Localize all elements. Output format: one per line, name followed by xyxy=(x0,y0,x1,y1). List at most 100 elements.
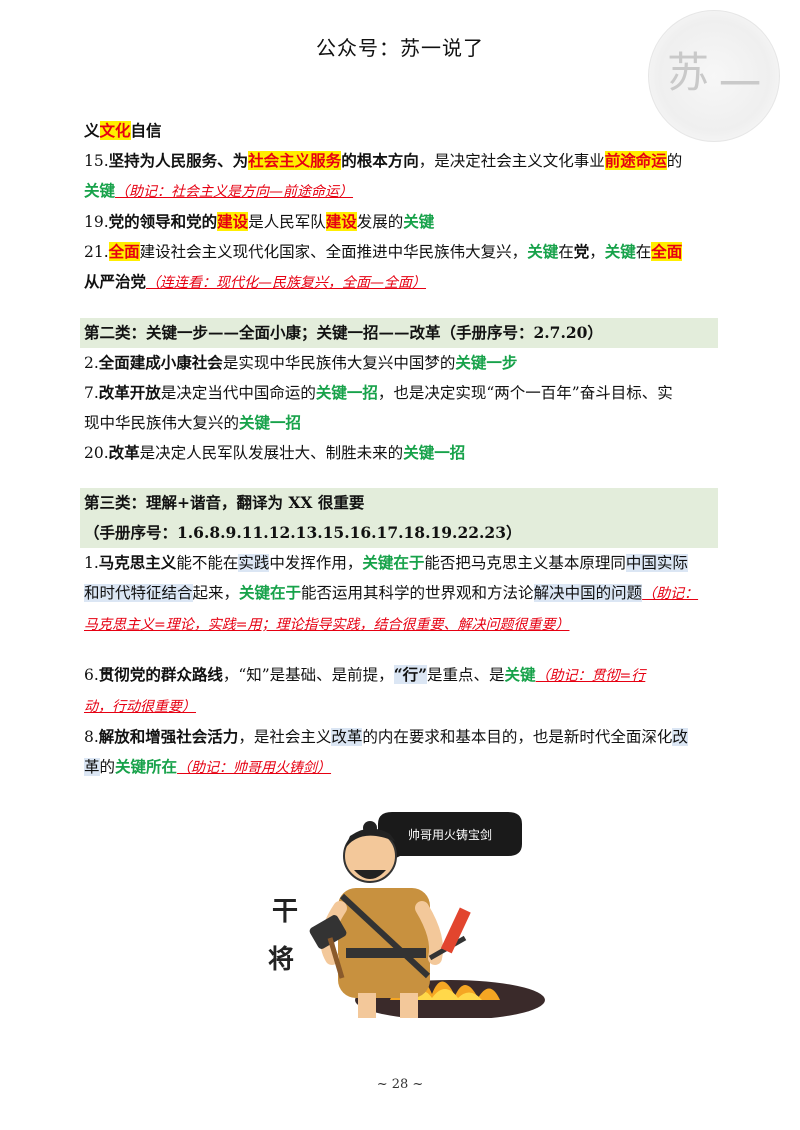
text: ，也是决定实现“两个一百年”奋斗目标、实 xyxy=(377,384,673,402)
blue-highlight: 解决中国的问题 xyxy=(533,584,643,602)
highlight-text: 建设 xyxy=(325,212,357,231)
text: 起来， xyxy=(192,584,240,602)
text: 是实现中华民族伟大复兴中国梦的 xyxy=(222,354,456,372)
section-heading-2: 第二类：关键一步——全面小康；关键一招——改革（手册序号：2.7.20） xyxy=(80,318,718,348)
text: ， xyxy=(589,243,605,261)
item-number: 19. xyxy=(84,213,109,231)
item-number: 6. xyxy=(84,666,99,684)
text: 是决定当代中国命运的 xyxy=(160,384,316,402)
keyword: 关键一招 xyxy=(403,443,466,462)
item-number: 20. xyxy=(84,444,109,462)
seal-char-2: 一 xyxy=(719,60,762,109)
side-label-char-2: 将 xyxy=(268,945,294,975)
keyword: 关键 xyxy=(527,242,559,261)
text-line: 6.贯彻党的群众路线，“知”是基础、是前提，“行”是重点、是关键（助记：贯彻=行 xyxy=(84,660,718,691)
text-line: 19.党的领导和党的建设是人民军队建设发展的关键 xyxy=(84,207,718,237)
text-line: 1.马克思主义能不能在实践中发挥作用，关键在于能否把马克思主义基本原理同中国实际 xyxy=(84,548,718,578)
keyword: 关键所在 xyxy=(115,757,178,776)
text: 的 xyxy=(666,152,683,170)
text: 在 xyxy=(558,243,574,261)
text: 发展的 xyxy=(356,213,404,231)
keyword: 关键 xyxy=(84,181,116,200)
text: ，“知”是基础、是前提， xyxy=(222,666,394,684)
keyword: 关键一步 xyxy=(455,353,518,372)
main-content: 义文化自信 15.坚持为人民服务、为社会主义服务的根本方向，是决定社会主义文化事… xyxy=(80,116,718,783)
blue-highlight: “行” xyxy=(393,665,428,684)
hammer-icon xyxy=(309,915,347,949)
text: 从严治党 xyxy=(84,272,147,291)
text: 能否运用其科学的世界观和方法论 xyxy=(301,584,534,602)
text: 义 xyxy=(84,121,100,140)
text: 贯彻 xyxy=(98,665,130,684)
keyword: 关键在于 xyxy=(239,583,302,602)
highlight-text: 社会主义服务 xyxy=(248,151,342,170)
side-label-char-1: 干 xyxy=(272,897,298,927)
text-line: 义文化自信 xyxy=(84,116,718,146)
text: 全面建成小康社会 xyxy=(98,353,223,372)
text: 是人民军队 xyxy=(248,213,326,231)
text: 解放和增强社会活力 xyxy=(98,727,239,746)
text: 改革 xyxy=(108,443,140,462)
keyword: 关键一招 xyxy=(315,383,378,402)
keyword: 关键一招 xyxy=(239,413,302,432)
text-line: 7.改革开放是决定当代中国命运的关键一招，也是决定实现“两个一百年”奋斗目标、实 xyxy=(84,378,718,408)
item-number: 2. xyxy=(84,354,99,372)
blue-highlight: 中国实际 xyxy=(625,554,688,572)
highlight-text: 全面 xyxy=(651,242,683,261)
item-number: 8. xyxy=(84,728,99,746)
text: ，是决定社会主义文化事业 xyxy=(418,152,605,170)
keyword: 关键 xyxy=(604,242,636,261)
text: 建设社会主义现代化国家、全面推进中华民族伟大复兴， xyxy=(139,243,528,261)
speech-bubble xyxy=(376,812,522,868)
text: 的根本方向 xyxy=(341,151,419,170)
mnemonic-note: （助记： xyxy=(642,586,699,602)
text-line: 2.全面建成小康社会是实现中华民族伟大复兴中国梦的关键一步 xyxy=(84,348,718,378)
page-header-title: 公众号：苏一说了 xyxy=(316,36,484,60)
text-line: 20.改革是决定人民军队发展壮大、制胜未来的关键一招 xyxy=(84,438,718,468)
text: 在 xyxy=(635,243,652,261)
text: 马克思主义 xyxy=(98,553,177,572)
mnemonic-note: 动，行动很重要） xyxy=(84,699,196,715)
blue-highlight: 和时代特征结合 xyxy=(84,584,193,602)
text: ，是社会主义 xyxy=(238,728,332,746)
text: 坚持为人民服务、为 xyxy=(108,151,249,170)
highlight-text: 全面 xyxy=(108,242,140,261)
text-line: 现中华民族伟大复兴的关键一招 xyxy=(84,408,718,438)
highlight-text: 前途命运 xyxy=(604,151,667,170)
mnemonic-note: （助记：帅哥用火铸剑） xyxy=(177,760,332,776)
sword-blank xyxy=(440,907,471,954)
text: 改革开放 xyxy=(98,383,161,402)
text: 自信 xyxy=(130,121,162,140)
keyword: 关键 xyxy=(504,665,536,684)
text: 是重点、是 xyxy=(427,666,505,684)
text: 党的群众路线 xyxy=(129,665,223,684)
text: 党 xyxy=(573,242,590,261)
keyword: 关键在于 xyxy=(362,553,425,572)
text-line: 和时代特征结合起来，关键在于能否运用其科学的世界观和方法论解决中国的问题（助记： xyxy=(84,578,718,609)
section-heading-3-numbers: （手册序号：1.6.8.9.11.12.13.15.16.17.18.19.22… xyxy=(80,518,718,548)
keyword: 关键 xyxy=(403,212,435,231)
text-line: 马克思主义=理论，实践=用；理论指导实践，结合很重要、解决问题很重要） xyxy=(84,609,718,640)
blue-highlight: 改 xyxy=(672,728,688,746)
item-number: 15. xyxy=(84,152,109,170)
blue-highlight: 改革 xyxy=(331,728,363,746)
text-line: 革的关键所在（助记：帅哥用火铸剑） xyxy=(84,752,718,783)
speech-text: 帅哥用火铸宝剑 xyxy=(408,827,492,842)
mnemonic-note: （助记：贯彻=行 xyxy=(535,668,646,684)
cartoon-illustration: 帅哥用火铸宝剑 干 将 xyxy=(250,808,550,1020)
item-number: 21. xyxy=(84,243,109,261)
watermark-seal: 苏 一 xyxy=(648,10,780,142)
item-number: 1. xyxy=(84,554,99,572)
mnemonic-note: （助记：社会主义是方向—前途命运） xyxy=(115,184,354,200)
blacksmith-figure: 帅哥用火铸宝剑 干 将 xyxy=(268,812,545,1020)
section-heading-3: 第三类：理解+谐音，翻译为 XX 很重要 xyxy=(80,488,718,518)
text-line: 21.全面建设社会主义现代化国家、全面推进中华民族伟大复兴，关键在党，关键在全面 xyxy=(84,237,718,267)
mnemonic-note: 马克思主义=理论，实践=用；理论指导实践，结合很重要、解决问题很重要） xyxy=(84,617,570,633)
text: 党的领导和党的 xyxy=(108,212,218,231)
text: 现中华民族伟大复兴的 xyxy=(84,414,240,432)
mnemonic-note: （连连看：现代化—民族复兴，全面—全面） xyxy=(146,275,427,291)
text: 是决定人民军队发展壮大、制胜未来的 xyxy=(139,444,404,462)
text: 能否把马克思主义基本原理同 xyxy=(424,554,626,572)
highlight-text: 文化 xyxy=(99,121,131,140)
text-line: 15.坚持为人民服务、为社会主义服务的根本方向，是决定社会主义文化事业前途命运的 xyxy=(84,146,718,176)
